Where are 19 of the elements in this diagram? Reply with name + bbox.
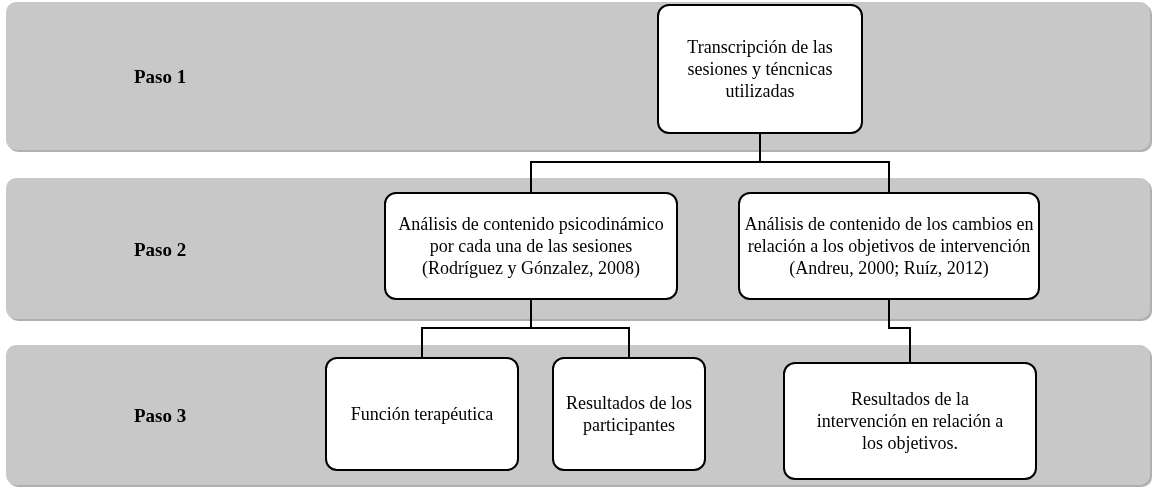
step-band (6, 345, 1150, 485)
step-label: Paso 2 (134, 237, 187, 262)
step-band (6, 2, 1150, 150)
process-box (783, 362, 1037, 480)
process-box (738, 192, 1040, 300)
step-label: Paso 1 (134, 65, 187, 89)
connector-line (888, 299, 911, 363)
box-text: Resultados de los participantes (565, 392, 693, 436)
box-text: Función terapéutica (350, 403, 494, 425)
box-text: Resultados de la intervención en relación a los objetivos. (815, 388, 1005, 454)
step-band (6, 178, 1150, 319)
step-label: Paso 3 (134, 404, 187, 428)
box-text: Análisis de contenido de los cambios en relación a los objetivos de intervención (Andreu, 2000; Ruíz, 2012) (744, 213, 1034, 279)
process-box (657, 4, 863, 134)
box-text: Transcripción de las sesiones y téncnicas utilizadas (686, 36, 834, 102)
box-text: Análisis de contenido psicodinámico por cada una de las sesiones (Rodríguez y Gónzalez, 2008) (397, 213, 665, 279)
process-box (384, 192, 678, 300)
process-box (325, 357, 519, 471)
process-box (552, 357, 706, 471)
